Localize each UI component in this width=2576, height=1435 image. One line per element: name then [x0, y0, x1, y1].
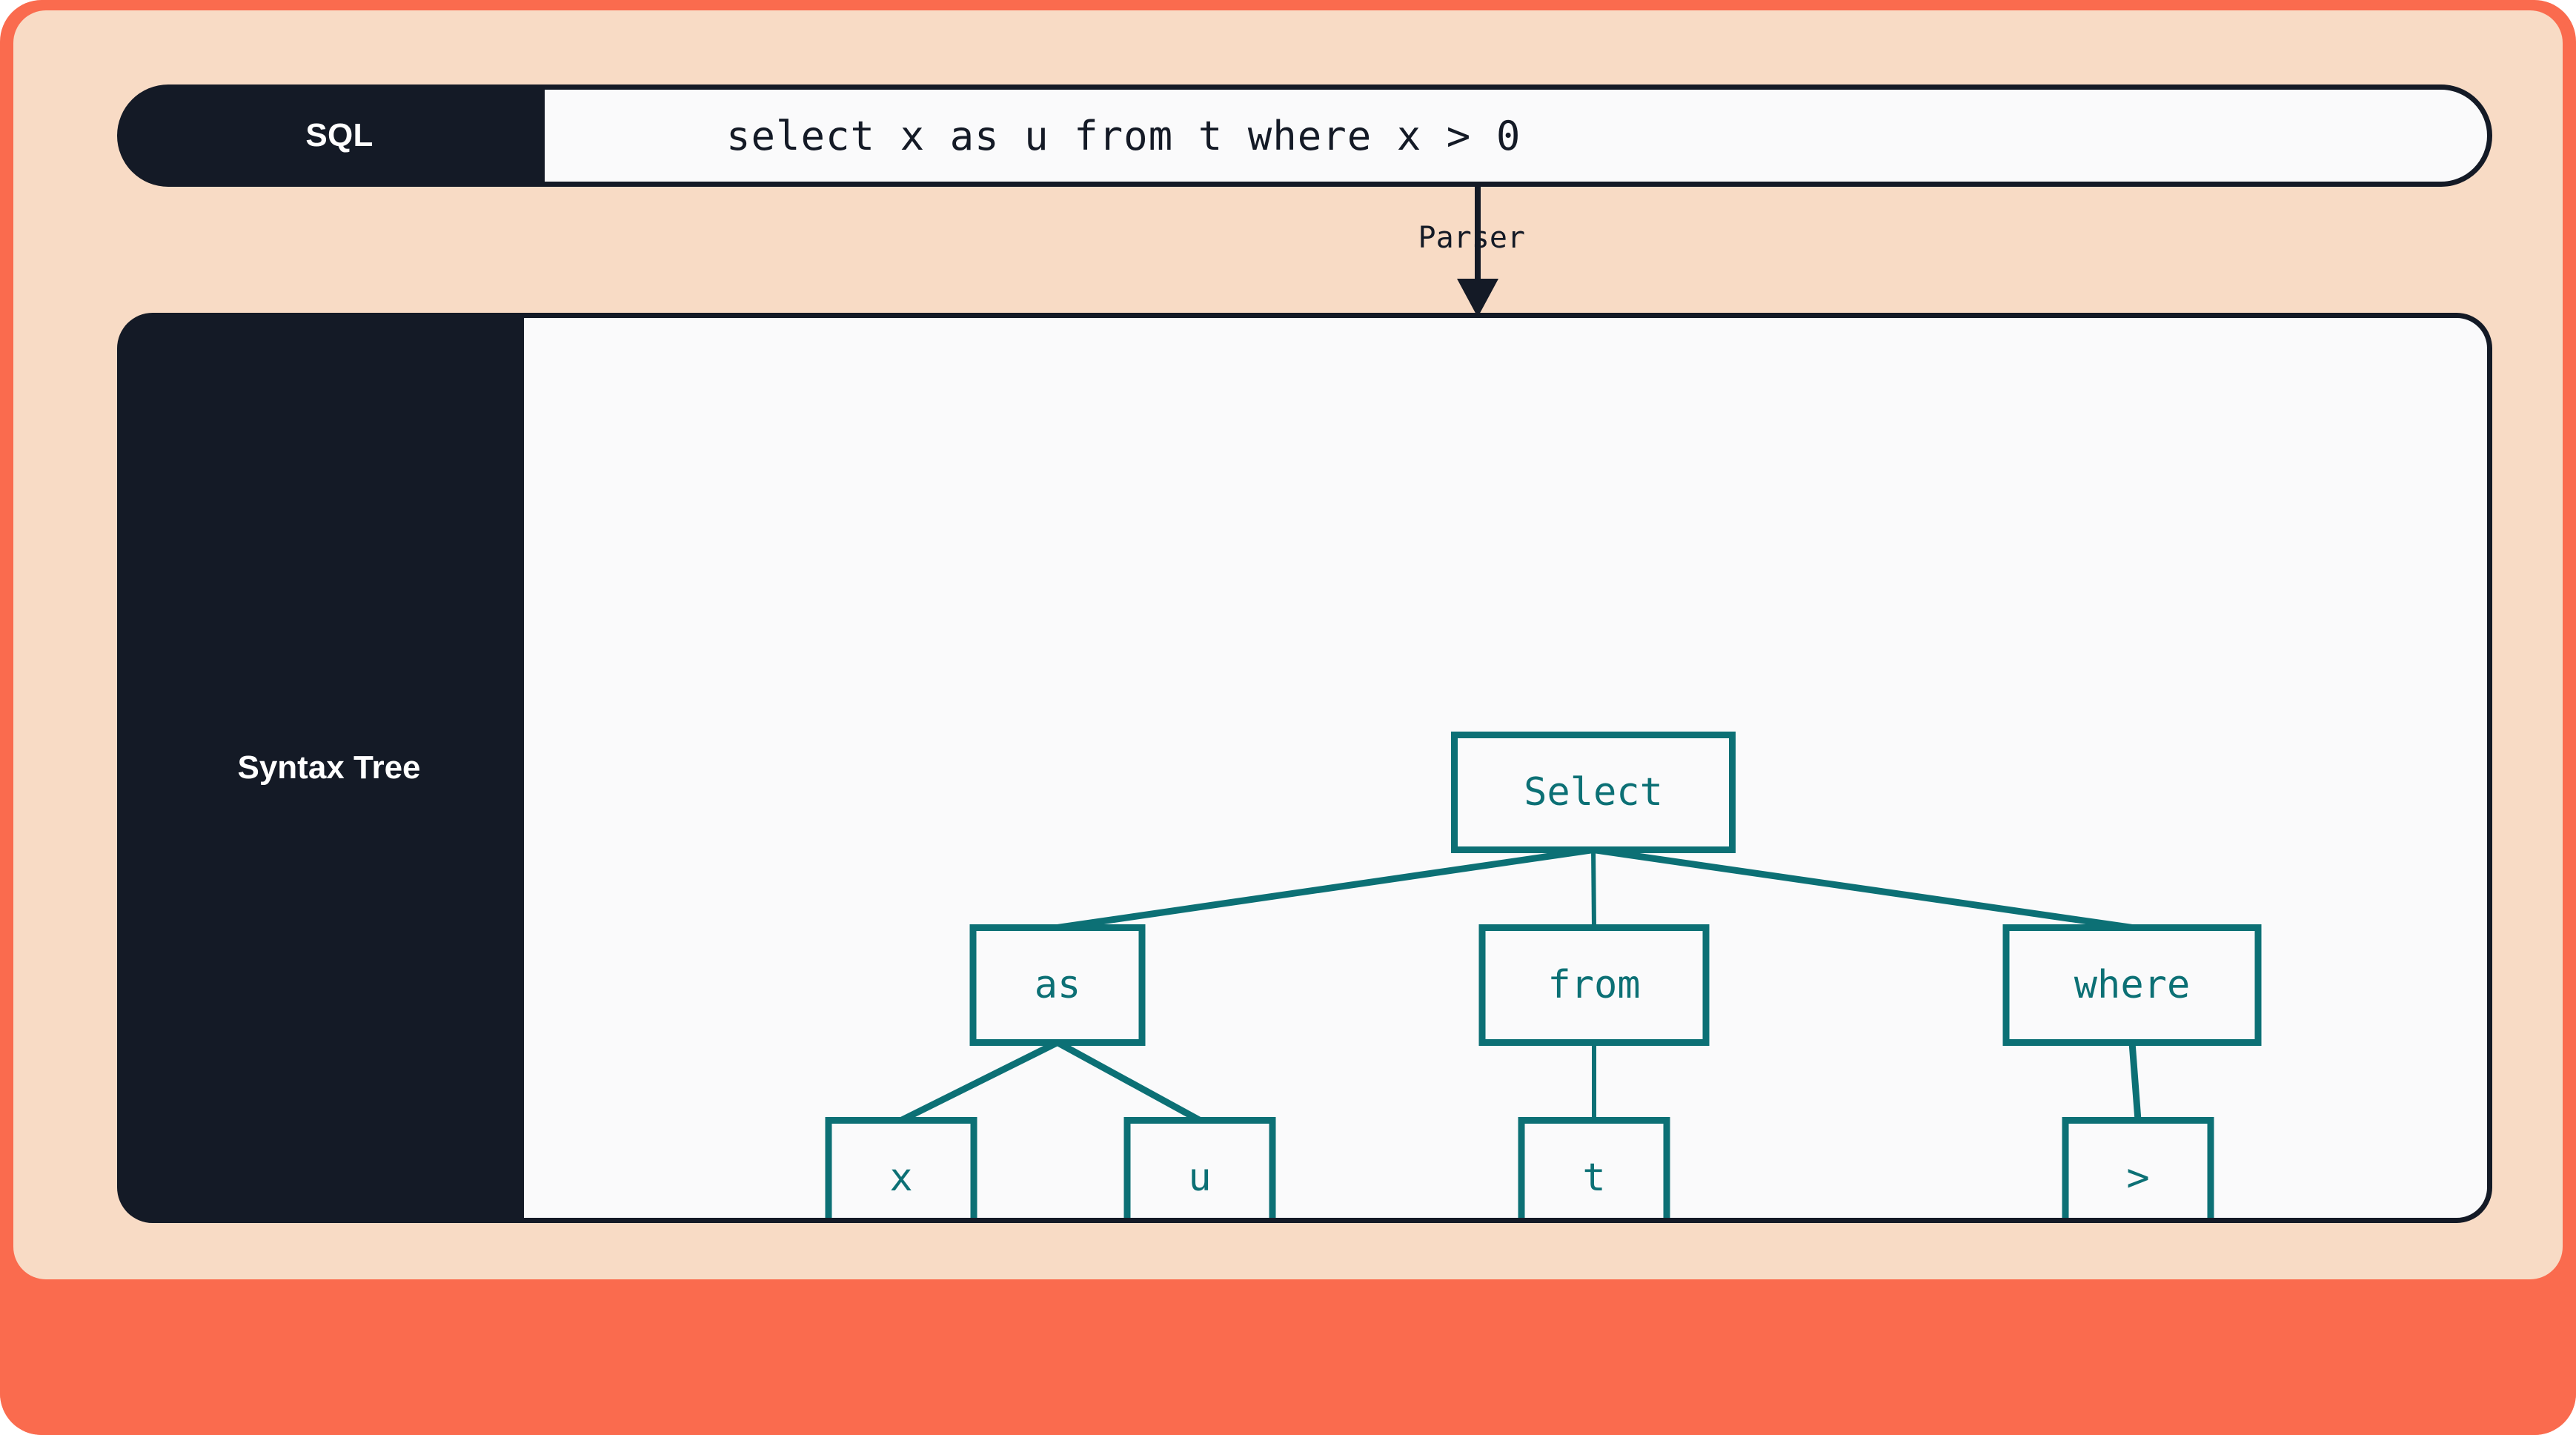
- tree-node-box: [1123, 1117, 1276, 1218]
- tree-node-label: from: [1547, 963, 1640, 1007]
- tree-edge: [2128, 1042, 2142, 1121]
- tree-edge: [1057, 846, 1594, 931]
- arrow-shaft: [1475, 187, 1481, 285]
- tree-node[interactable]: t: [1518, 1117, 1670, 1224]
- sql-query-field[interactable]: select x as u from t where x > 0: [540, 84, 2492, 187]
- tree-node-label: u: [1188, 1156, 1211, 1200]
- tree-node[interactable]: Select: [1451, 732, 1736, 853]
- tree-node-label: t: [1582, 1156, 1605, 1200]
- tree-node-box: [1451, 732, 1736, 853]
- poster-canvas: SQL select x as u from t where x > 0 Par…: [13, 10, 2563, 1279]
- tree-edge-layer: [899, 846, 2142, 1124]
- tree-node-box: [1478, 924, 1710, 1046]
- tree-node-box: [969, 924, 1146, 1046]
- tree-node-box: [825, 1117, 977, 1218]
- tree-node[interactable]: x: [825, 1117, 977, 1224]
- tree-edge: [1591, 849, 1596, 928]
- tree-node[interactable]: u: [1123, 1117, 1276, 1224]
- tree-edge: [1055, 1039, 1202, 1124]
- tree-node-box: [2062, 1117, 2214, 1218]
- tree-node[interactable]: >: [2062, 1117, 2214, 1224]
- tree-node-label: >: [2126, 1156, 2149, 1200]
- footer-bar: Parsers Recognize the Structure of the Q…: [0, 1279, 2576, 1435]
- tree-node-label: as: [1035, 963, 1081, 1007]
- tree-node-box: [2002, 924, 2262, 1046]
- tree-node-label: Select: [1524, 770, 1663, 815]
- tree-node[interactable]: where: [2002, 924, 2262, 1046]
- sql-query-text: select x as u from t where x > 0: [726, 112, 1521, 159]
- sql-label-text: SQL: [305, 117, 374, 153]
- tree-node-label: where: [2074, 963, 2191, 1007]
- tree-edge: [899, 1039, 1060, 1124]
- tree-node[interactable]: as: [969, 924, 1146, 1046]
- tree-node-label: x: [889, 1156, 912, 1200]
- arrow-head-icon: [1457, 279, 1498, 317]
- tree-edge: [1593, 846, 2133, 931]
- tree-node-box: [1518, 1117, 1670, 1218]
- tree-node[interactable]: from: [1478, 924, 1710, 1046]
- syntax-tree-sidebar: Syntax Tree: [117, 313, 541, 1223]
- parser-label: Parser: [1418, 221, 1526, 255]
- syntax-tree-label: Syntax Tree: [237, 749, 421, 786]
- parser-arrow-group: Parser: [1273, 187, 1584, 317]
- sql-input-row: SQL select x as u from t where x > 0: [117, 84, 2492, 187]
- sql-label-chip: SQL: [117, 84, 562, 187]
